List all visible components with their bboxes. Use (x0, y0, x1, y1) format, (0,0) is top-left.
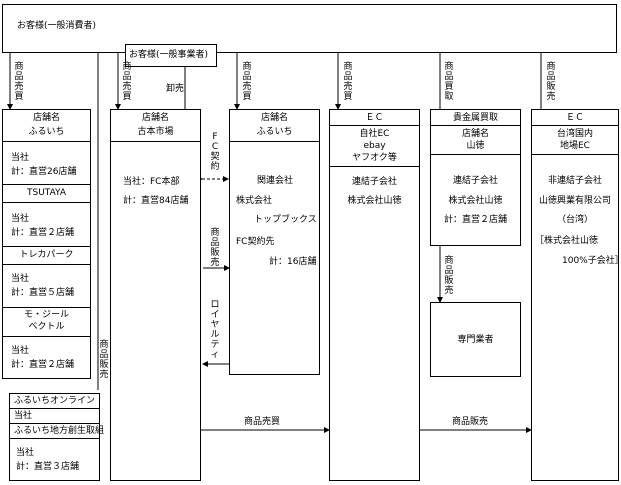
label-sales-buy-3: 商品売買 (242, 62, 252, 102)
col1-online-2: 当社 (14, 411, 33, 421)
col5-header-title: 貴金属買取 (452, 113, 498, 123)
business-box: お客様(一般事業者) (125, 44, 217, 67)
col1-mo2: ベクトル (28, 322, 65, 332)
label-bottom-sell: 商品販売 (452, 417, 489, 427)
label-sell-col1: 商品販売 (99, 340, 109, 380)
col1-s3-a: 当社 (11, 274, 30, 284)
col2-header-title: 店舗名 (141, 113, 169, 123)
col5-box: 貴金属買取 店舗名 山徳 連結子会社 株式会社山徳 計：直営２店舗 (430, 109, 521, 246)
col4-header-title: ＥＣ (365, 113, 384, 123)
consumer-label: お客様(一般消費者) (17, 21, 97, 31)
label-wholesale: 卸売 (166, 84, 185, 94)
col1-online-1: ふるいちオンライン (14, 396, 96, 406)
label-buy-col5: 商品買取 (444, 62, 454, 102)
col6-line3: （台湾） (556, 215, 593, 225)
col3-header-name: ふるいち (256, 127, 293, 137)
label-sell-col3: 商品販売 (210, 228, 220, 268)
col3-line3: トップブックス (254, 215, 317, 225)
label-sell-col6: 商品販売 (546, 62, 556, 102)
col4-h3: ヤフオク等 (352, 153, 397, 163)
col4-h1: 自社EC (359, 129, 390, 139)
col1-header-title: 店舗名 (32, 113, 60, 123)
label-sales-buy-1: 商品売買 (14, 62, 24, 102)
col4-line1: 連結子会社 (351, 177, 397, 187)
col4-h2: ebay (363, 141, 386, 151)
col1-s1-a: 当社 (11, 153, 30, 163)
col5-h1: 店舗名 (461, 129, 489, 139)
col4-line2: 株式会社山徳 (347, 196, 402, 206)
col1-toreka: トレカパーク (19, 250, 74, 260)
label-sales-buy-2: 商品売買 (122, 62, 132, 102)
col1-mo1: モ・ジール (23, 310, 69, 320)
col3-line4: FC契約先 (236, 237, 275, 247)
col1-online-3: ふるいち地方創生取組 (14, 426, 105, 436)
col3-line2: 株式会社 (236, 196, 273, 206)
col1-box: 店舗名 ふるいち 当社 計：直営26店舗 TSUTAYA 当社 計：直営２店舗 … (2, 109, 91, 379)
col6-header-title: ＥＣ (565, 113, 584, 123)
col6-line2: 山徳興業有限公司 (538, 196, 611, 206)
col5-line3: 計：直営２店舗 (443, 215, 507, 225)
col2-header-name: 古本市場 (137, 127, 174, 137)
col1-header-name: ふるいち (28, 127, 65, 137)
label-bottom-buy: 商品売買 (244, 417, 281, 427)
col6-line4: ［株式会社山徳 (535, 236, 599, 246)
col1-s4-a: 当社 (11, 346, 30, 356)
col6-h2: 地場EC (560, 141, 590, 151)
col1-online-4: 当社 (16, 448, 35, 458)
label-sales-buy-4: 商品売買 (343, 62, 353, 102)
col2-line2: 計：直営84店舗 (123, 196, 189, 206)
col5-line2: 株式会社山徳 (448, 196, 503, 206)
col1-s2-a: 当社 (11, 214, 30, 224)
col1-online-5: 計：直営３店舗 (16, 462, 80, 472)
col6-line1: 非連結子会社 (547, 176, 602, 186)
col6-box: ＥＣ 台湾国内 地場EC 非連結子会社 山徳興業有限公司 （台湾） ［株式会社山… (531, 109, 621, 481)
col3-header-title: 店舗名 (260, 113, 288, 123)
col3-box: 店舗名 ふるいち 関連会社 株式会社 トップブックス FC契約先 計：16店舗 (229, 109, 320, 375)
col6-h1: 台湾国内 (556, 129, 593, 139)
col5-h2: 山徳 (466, 141, 485, 151)
col3-line5: 計：16店舗 (269, 257, 317, 267)
col2-line1: 当社：FC本部 (123, 177, 180, 187)
label-fc: FC契約 (210, 132, 220, 172)
dealer-label: 専門業者 (457, 335, 494, 345)
col6-line5: 100%子会社］ (562, 256, 621, 266)
col1-s1-b: 計：直営26店舗 (11, 167, 77, 177)
col3-line1: 関連会社 (257, 176, 294, 186)
consumer-box: お客様(一般消費者) (2, 4, 617, 53)
dealer-box: 専門業者 (430, 302, 521, 377)
col4-box: ＥＣ 自社EC ebay ヤフオク等 連結子会社 株式会社山徳 (329, 109, 420, 481)
label-sell-col5: 商品販売 (444, 256, 454, 296)
business-label: お客様(一般事業者) (129, 50, 209, 60)
col1-tsutaya: TSUTAYA (26, 188, 66, 198)
col1-s3-b: 計：直営５店舗 (11, 288, 75, 298)
col1-s4-b: 計：直営２店舗 (11, 360, 75, 370)
col1-online-box: ふるいちオンライン 当社 ふるいち地方創生取組 当社 計：直営３店舗 (9, 393, 104, 481)
col5-line1: 連結子会社 (452, 176, 498, 186)
label-royalty: ロイヤルティ (210, 300, 220, 360)
col2-box: 店舗名 古本市場 当社：FC本部 計：直営84店舗 (110, 109, 201, 481)
col1-s2-b: 計：直営２店舗 (11, 228, 75, 238)
